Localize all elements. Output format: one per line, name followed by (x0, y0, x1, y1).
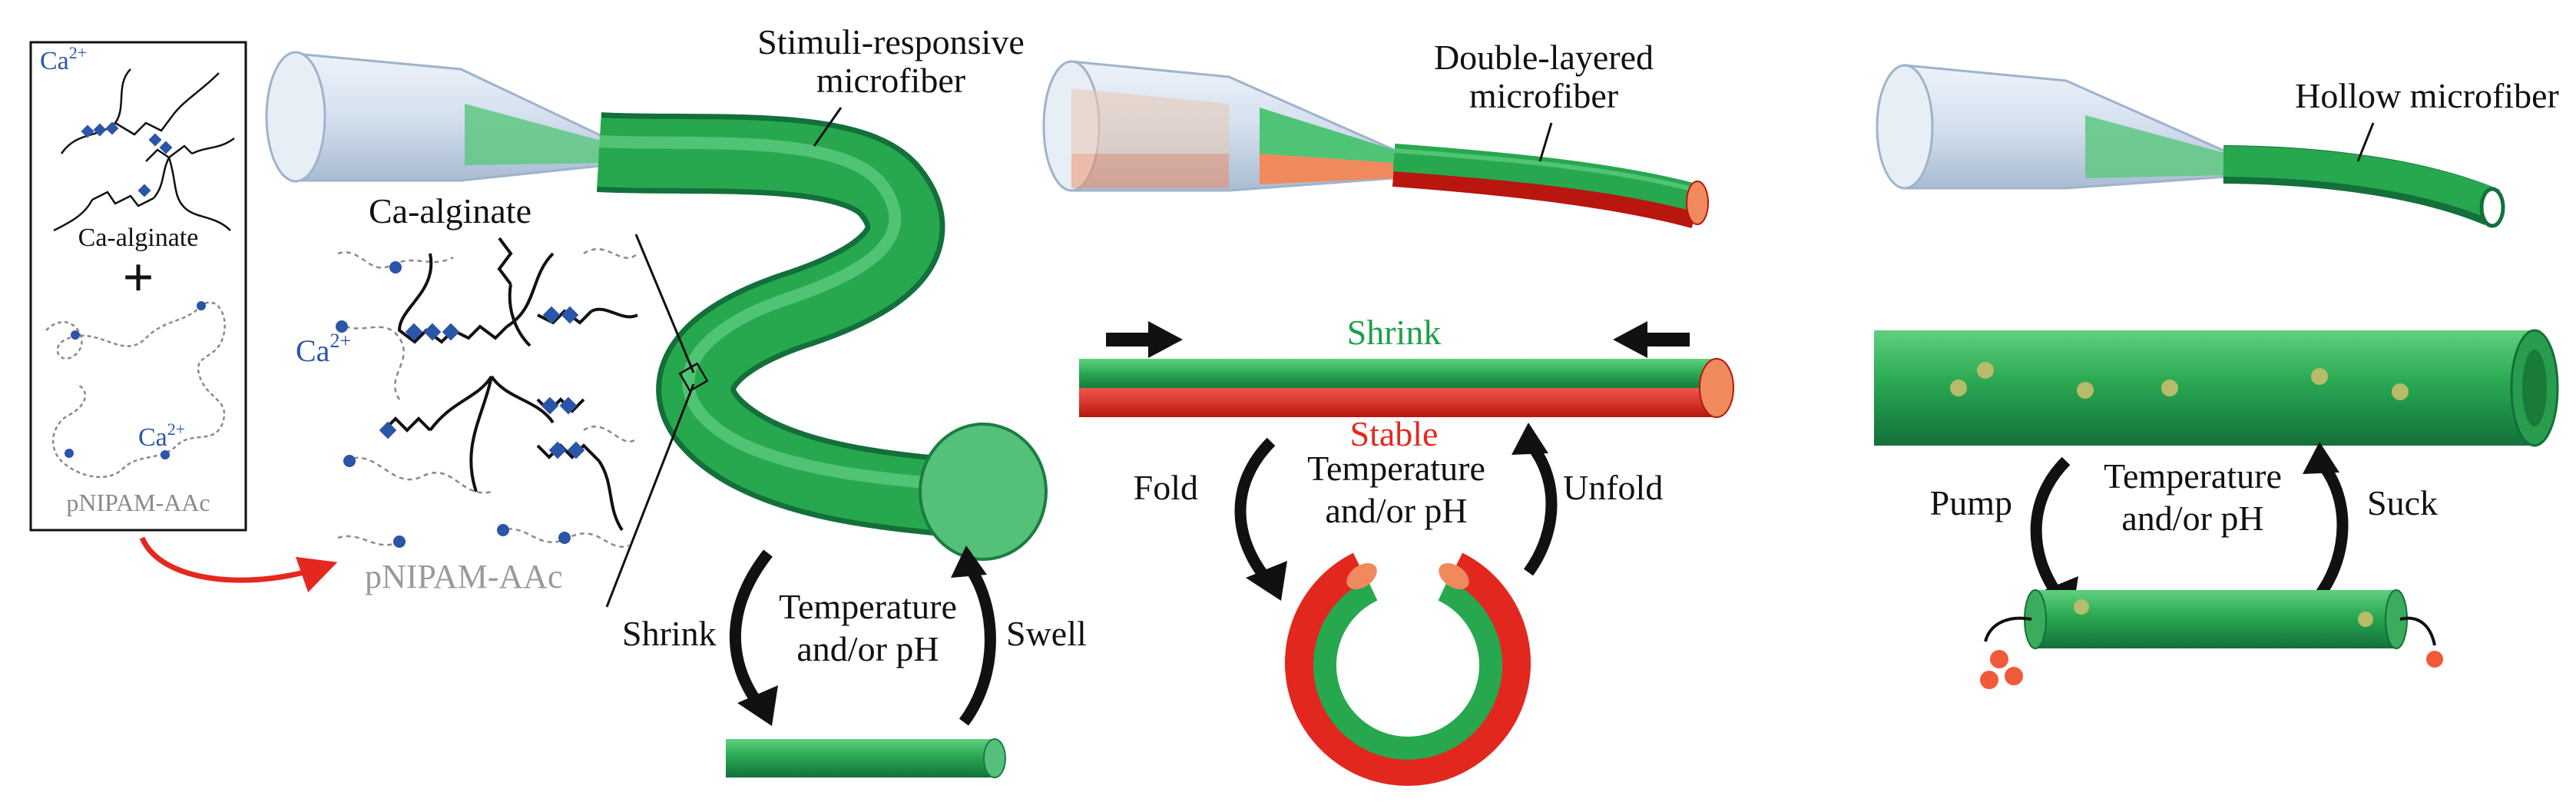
stimuli-responsive-label: Stimuli-responsive (757, 22, 1025, 61)
and-or-ph-label-c: and/or pH (2121, 499, 2263, 538)
swell-label: Swell (1006, 614, 1087, 653)
outflow-line-left (1984, 616, 2032, 642)
nozzle-a (265, 51, 608, 183)
inset-pnipam-coil (45, 301, 226, 479)
compress-arrow-right (1613, 321, 1690, 358)
shrink-label: Shrink (622, 614, 717, 653)
microfiber-label-b: microfiber (1469, 76, 1618, 115)
red-curved-arrow (139, 536, 338, 593)
hollow-microfiber-label: Hollow microfiber (2295, 76, 2559, 115)
temperature-label-c: Temperature (2104, 456, 2282, 496)
suck-arrow (2314, 457, 2349, 599)
zoom-ca-links (379, 306, 585, 459)
inset-box (29, 41, 247, 532)
panel-c: Hollow microfiber Pump Suck Temperature … (1874, 64, 2559, 689)
inset-ca-alginate-label: Ca-alginate (78, 224, 199, 252)
fiber-end-cap (919, 423, 1048, 561)
shrunk-hollow-tube (2035, 590, 2396, 648)
microfiber-label: microfiber (816, 61, 965, 100)
inset-ca-ion-label: Ca2+ (40, 43, 87, 75)
shrink-arrow (730, 549, 773, 711)
shrunken-fiber (726, 739, 995, 778)
inset-pnipam-label: pNIPAM-AAc (66, 489, 210, 516)
zoom-pnipam-nodes (336, 261, 571, 548)
unfold-label: Unfold (1563, 468, 1663, 507)
pnipam-dashed-chains (337, 248, 638, 548)
double-layered-label: Double-layered (1434, 38, 1654, 77)
folded-ring (1285, 552, 1531, 786)
compress-arrow-left (1106, 321, 1183, 358)
unfold-arrow (1523, 438, 1558, 576)
panel-a: Ca2+ Ca-alginate + Ca2+ pNIPAM-AAc (29, 22, 1087, 778)
fold-arrow (1234, 437, 1276, 584)
temperature-label-a: Temperature (779, 587, 957, 626)
suck-label: Suck (2367, 483, 2438, 522)
inset-ca-ion-links (81, 121, 173, 197)
hollow-tube (1874, 330, 2535, 446)
ca-alginate-label: Ca-alginate (369, 191, 531, 230)
pump-label: Pump (1930, 483, 2012, 522)
tube-particles (1950, 362, 2409, 400)
pump-arrow (2030, 456, 2071, 599)
nozzle-b (1042, 60, 1396, 192)
stable-label: Stable (1350, 414, 1439, 453)
inset-plus-sign: + (122, 247, 154, 308)
temperature-label-b: Temperature (1307, 449, 1485, 488)
cross-section-mark (678, 362, 709, 393)
panel-b: Double-layered microfiber Shrink Stable … (1042, 38, 1734, 786)
and-or-ph-label-a: and/or pH (796, 629, 939, 668)
inset-alginate-network (53, 68, 235, 232)
fold-label: Fold (1134, 468, 1198, 507)
ca-ion-label: Ca2+ (296, 330, 351, 368)
inset-pnipam-nodes (65, 301, 206, 459)
and-or-ph-label-b: and/or pH (1325, 491, 1467, 530)
bilayer-fiber (1079, 359, 1717, 391)
pnipam-aac-label: pNIPAM-AAc (365, 558, 563, 595)
outflow-line-right (2399, 616, 2436, 646)
swell-arrow (959, 561, 996, 726)
shrink-label-b: Shrink (1347, 313, 1442, 352)
inset-ca-ion-label-2: Ca2+ (138, 419, 185, 452)
released-droplets (1980, 650, 2443, 689)
nozzle-c (1876, 64, 2229, 190)
alginate-chains (382, 237, 638, 532)
